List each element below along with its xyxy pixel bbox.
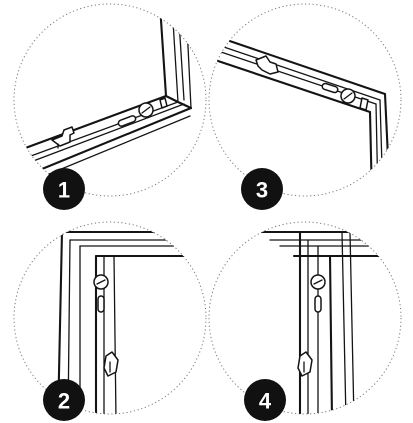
panel-1: 1 bbox=[13, 3, 207, 210]
panel-2-frame-illustration bbox=[56, 230, 206, 414]
panel-3-outline bbox=[208, 3, 402, 197]
panel-3-frame-illustration bbox=[213, 34, 392, 196]
step-badge-2: 2 bbox=[43, 379, 85, 421]
step-badge-1: 1 bbox=[43, 168, 85, 210]
step-number-4: 4 bbox=[259, 389, 272, 414]
panel-4-frame-illustration bbox=[260, 230, 401, 414]
panel-4-outline bbox=[208, 221, 402, 415]
step-number-1: 1 bbox=[58, 178, 70, 203]
panel-3: 3 bbox=[208, 3, 402, 210]
panel-4: 4 bbox=[208, 221, 402, 421]
step-badge-4: 4 bbox=[244, 379, 286, 421]
step-number-3: 3 bbox=[256, 178, 268, 203]
step-number-2: 2 bbox=[58, 389, 70, 414]
panel-2: 2 bbox=[13, 221, 207, 421]
step-badge-3: 3 bbox=[241, 168, 283, 210]
panel-1-frame-illustration bbox=[18, 4, 193, 187]
panel-2-outline bbox=[13, 221, 207, 415]
panel-1-outline bbox=[13, 3, 207, 197]
